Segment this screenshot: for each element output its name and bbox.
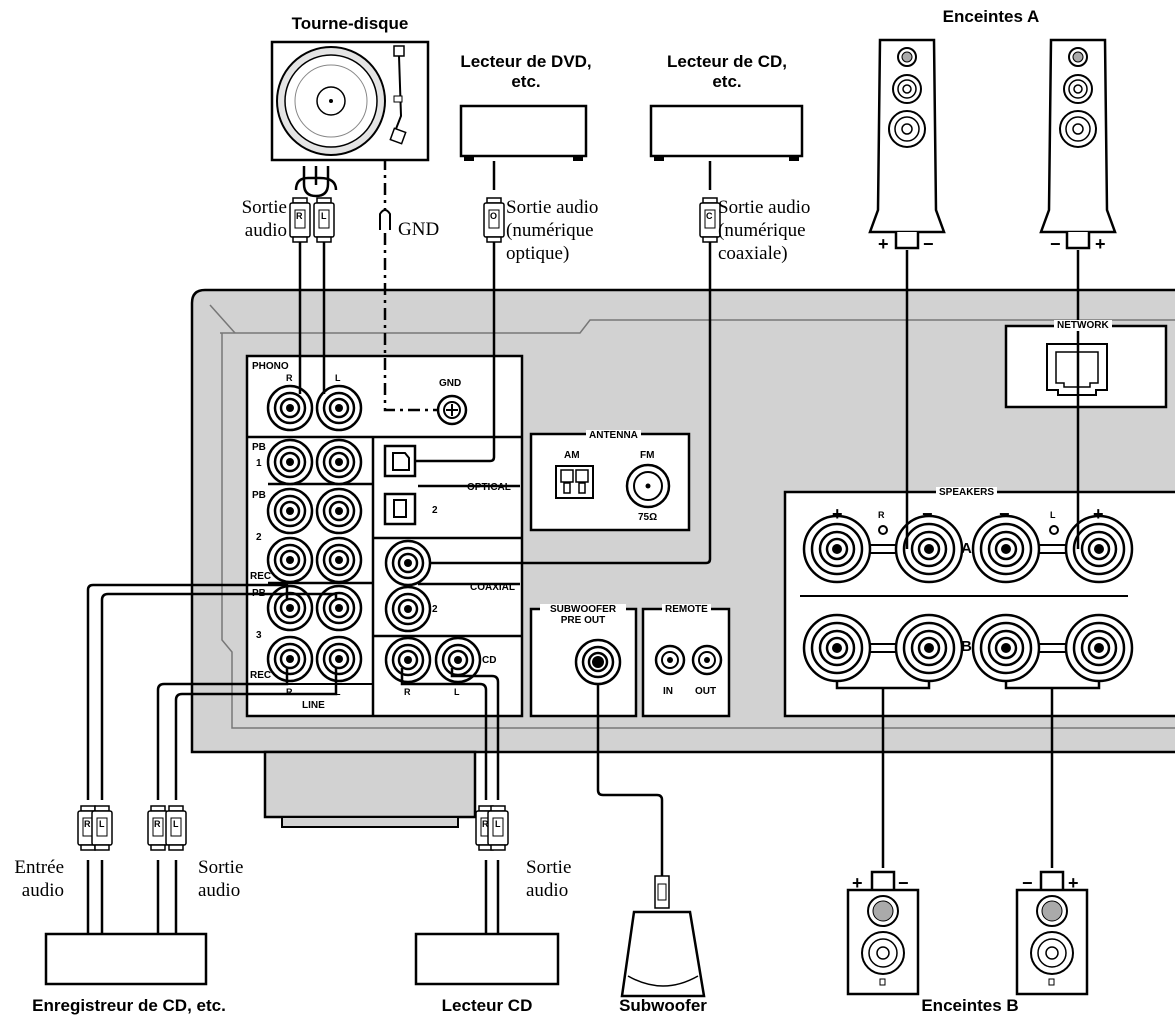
gnd-plug: [379, 209, 391, 230]
speaker-a-right-minus: −: [923, 234, 934, 254]
cd-recorder-label: Enregistreur de CD, etc.: [32, 996, 226, 1015]
phono-r-label: R: [286, 373, 293, 383]
speaker-b-right: [846, 870, 920, 996]
speaker-a-r-minus: −: [922, 504, 933, 524]
speaker-a-left-plus: +: [1095, 234, 1106, 254]
pb-label-1: PB: [252, 442, 266, 453]
speaker-r-label: R: [878, 510, 885, 520]
line-r-label: R: [286, 687, 293, 697]
coaxial-2-label: 2: [432, 604, 438, 615]
cd-player-bottom-box: [414, 860, 560, 986]
am-label: AM: [564, 450, 580, 461]
phono-label: PHONO: [252, 361, 289, 372]
speaker-b-left-minus: −: [1022, 873, 1033, 893]
remote-label: REMOTE: [662, 604, 711, 615]
line-l-label: L: [335, 687, 341, 697]
phono-l-label: L: [335, 373, 341, 383]
subwoofer: [620, 875, 706, 998]
line-label: LINE: [302, 700, 325, 711]
plug-letter-l: L: [495, 819, 501, 829]
speaker-a-right: [868, 38, 946, 250]
cd-output-label: Sortie audio (numérique coaxiale): [718, 197, 811, 264]
optical-2-label: 2: [432, 505, 438, 516]
turntable-output-label: Sortie audio: [241, 197, 287, 241]
fm-label: FM: [640, 450, 655, 461]
plug-letter-r: R: [482, 819, 489, 829]
speakers-b-label: Enceintes B: [921, 996, 1019, 1015]
cd-player-bottom-label: Lecteur CD: [441, 996, 533, 1015]
rec-label-3: REC: [250, 670, 272, 681]
plug-letter-l: L: [99, 819, 105, 829]
speaker-a-left: [1039, 38, 1117, 250]
plug-letter-l: L: [173, 819, 179, 829]
speakers-label: SPEAKERS: [936, 487, 998, 498]
num-2-label: 2: [256, 532, 262, 543]
plug-letter-coaxial: C: [706, 211, 713, 221]
speaker-b-left-plus: +: [1068, 873, 1079, 893]
cdplayer-output-label: Sortie audio: [526, 857, 572, 901]
num-1-label: 1: [256, 458, 262, 469]
coaxial-label: COAXIAL: [470, 582, 515, 593]
dvd-output-label: Sortie audio (numérique optique): [506, 197, 599, 264]
cd-player-top-label: Lecteur de CD, etc.: [667, 52, 787, 91]
recorder-output-label: Sortie audio: [198, 857, 244, 901]
cd-jack-label: CD: [482, 655, 497, 666]
cables: [86, 158, 1101, 880]
dvd-player-box: [459, 104, 588, 161]
receiver-back-panel: [190, 288, 1175, 828]
speaker-a-l-plus: +: [1093, 504, 1104, 524]
plug-letter-optical: O: [490, 211, 498, 221]
optical-label: OPTICAL: [467, 482, 511, 493]
plug-letter-r: R: [296, 211, 303, 221]
gnd-label: GND: [398, 219, 440, 240]
speaker-a-left-minus: −: [1050, 234, 1061, 254]
gnd-terminal-label: GND: [439, 378, 462, 389]
row-a-label: A: [961, 540, 972, 557]
row-b-label: B: [961, 638, 972, 655]
cd-recorder-box: [44, 860, 208, 986]
network-label: NETWORK: [1054, 320, 1112, 331]
speaker-a-right-plus: +: [878, 234, 889, 254]
dvd-player-label: Lecteur de DVD, etc.: [460, 52, 592, 91]
cd-player-top-box: [649, 104, 804, 161]
turntable: [270, 40, 430, 162]
plug-letter-r: R: [154, 819, 161, 829]
speaker-b-left: [1015, 870, 1089, 996]
subwoofer-label: Subwoofer: [619, 996, 707, 1015]
speaker-b-right-plus: +: [852, 873, 863, 893]
pb-label-2: PB: [252, 490, 266, 501]
antenna-label: ANTENNA: [586, 430, 641, 441]
turntable-label: Tourne-disque: [291, 14, 409, 33]
num-3-label: 3: [256, 630, 262, 641]
cd-l-label: L: [454, 687, 460, 697]
remote-in-label: IN: [663, 686, 673, 697]
rec-label-2: REC: [250, 571, 272, 582]
remote-out-label: OUT: [695, 686, 717, 697]
pb-label-3: PB: [252, 588, 266, 599]
speaker-b-right-minus: −: [898, 873, 909, 893]
speaker-a-l-minus: −: [999, 504, 1010, 524]
recorder-input-label: Entrée audio: [14, 857, 64, 901]
ohm-label: 75Ω: [638, 512, 658, 523]
subwoofer-pre-out-label: SUBWOOFER PRE OUT: [540, 604, 626, 626]
speaker-a-r-plus: +: [832, 504, 843, 524]
speaker-l-label: L: [1050, 510, 1056, 520]
plug-letter-l: L: [321, 211, 327, 221]
plug-letter-r: R: [84, 819, 91, 829]
cd-r-label: R: [404, 687, 411, 697]
speakers-a-label: Enceintes A: [942, 7, 1040, 26]
